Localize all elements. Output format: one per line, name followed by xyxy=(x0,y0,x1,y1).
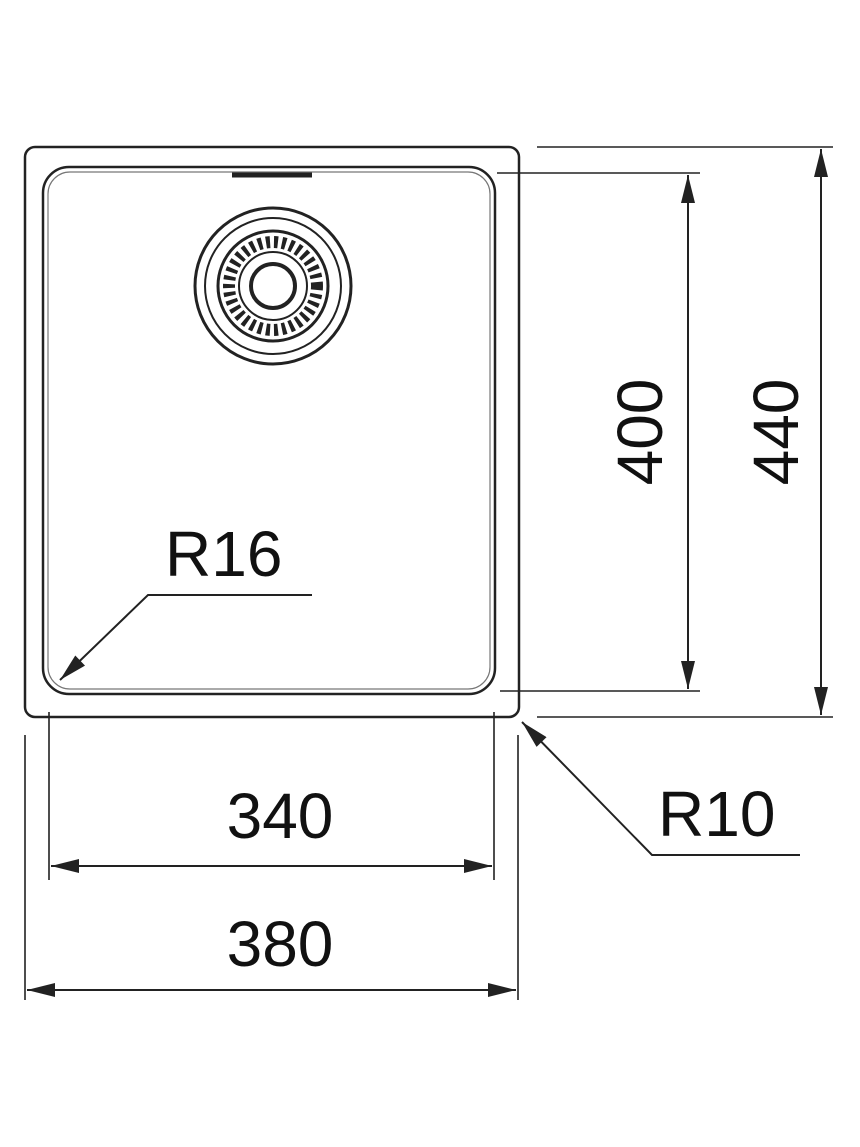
label-outer-radius: R10 xyxy=(658,778,775,850)
label-inner-width: 340 xyxy=(227,780,334,852)
leader-outer-radius xyxy=(521,721,800,856)
label-outer-height: 440 xyxy=(740,379,812,486)
sink-inner-bowl xyxy=(41,165,497,696)
sink-outer-rim xyxy=(23,145,521,719)
leader-inner-radius xyxy=(59,594,312,681)
label-inner-height: 400 xyxy=(604,379,676,486)
label-inner-radius: R16 xyxy=(165,518,282,590)
sink-inner-bowl-shadow xyxy=(47,171,491,690)
label-outer-width: 380 xyxy=(227,908,334,980)
drain-strainer-icon xyxy=(193,206,353,366)
